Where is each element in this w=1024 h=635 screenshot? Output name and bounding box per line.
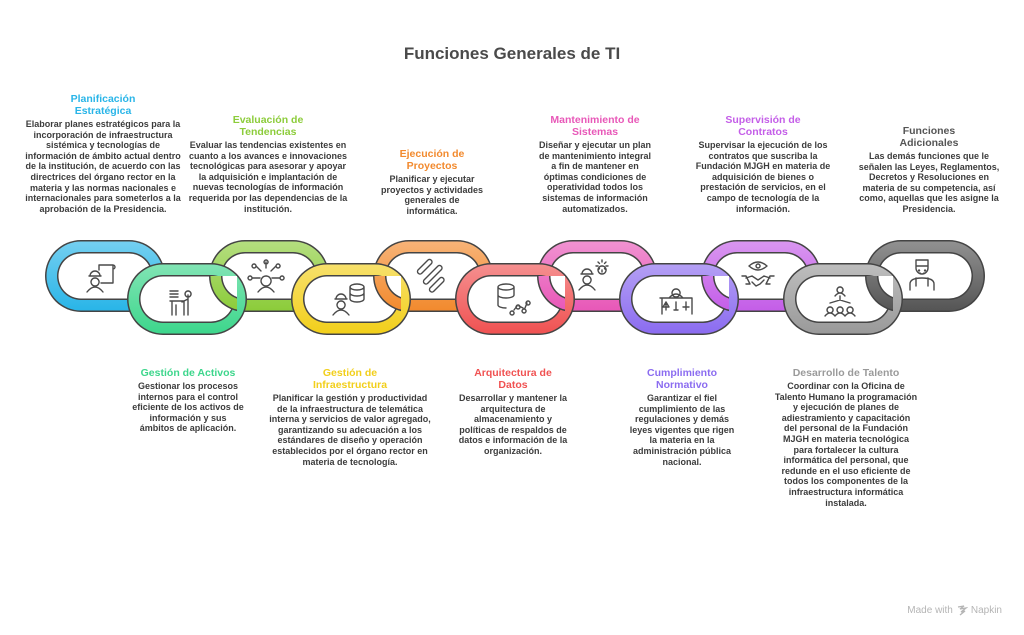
link-overlap	[865, 276, 893, 312]
item-planificacion: Planificación Estratégica Elaborar plane…	[22, 93, 184, 214]
project-bars-icon	[416, 258, 445, 293]
team-hierarchy-icon	[824, 286, 856, 317]
diagram-title: Funciones Generales de TI	[403, 44, 621, 63]
item-mantenimiento: Mantenimiento de Sistemas Diseñar y ejec…	[536, 114, 654, 214]
item-heading: Arquitectura de Datos	[474, 367, 552, 391]
link-hole	[878, 253, 972, 299]
item-heading: Ejecución de Proyectos	[399, 148, 465, 172]
item-heading: Funciones Adicionales	[899, 125, 959, 149]
link-overlap	[701, 276, 729, 312]
item-description: Desarrollar y mantener la arquitectura d…	[458, 393, 568, 456]
item-description: Coordinar con la Oficina de Talento Huma…	[774, 381, 918, 508]
link-hole	[58, 253, 152, 299]
item-ejecucion: Ejecución de Proyectos Planificar y ejec…	[378, 148, 486, 216]
link-hole	[550, 253, 644, 299]
engineer-gear-icon	[578, 259, 609, 291]
item-heading: Mantenimiento de Sistemas	[550, 114, 640, 138]
item-description: Diseñar y ejecutar un plan de mantenimie…	[538, 140, 652, 214]
item-evaluacion: Evaluación de Tendencias Evaluar las ten…	[186, 114, 350, 214]
link-hole	[714, 253, 808, 299]
engineer-blueprint-icon	[86, 264, 116, 293]
eye-handshake-icon	[741, 261, 775, 287]
item-desarrollo-talento: Desarrollo de Talento Coordinar con la O…	[774, 367, 918, 508]
item-description: Planificar y ejecutar proyectos y activi…	[380, 174, 484, 216]
link-hole	[632, 276, 726, 322]
link-hole	[386, 253, 480, 299]
link-hole	[468, 276, 562, 322]
item-heading: Planificación Estratégica	[70, 93, 136, 117]
item-heading: Gestión de Infraestructura	[312, 367, 388, 391]
item-description: Evaluar las tendencias existentes en cua…	[188, 140, 348, 214]
item-gestion-activos: Gestión de Activos Gestionar los proceso…	[132, 367, 244, 434]
item-description: Elaborar planes estratégicos para la inc…	[25, 119, 181, 214]
link-overlap	[373, 276, 401, 312]
item-description: Garantizar el fiel cumplimiento de las r…	[629, 393, 735, 467]
item-heading: Gestión de Activos	[140, 367, 236, 379]
link-hole	[222, 253, 316, 299]
item-funciones-adicionales: Funciones Adicionales Las demás funcione…	[858, 125, 1000, 215]
presenter-desk-icon	[169, 290, 192, 316]
engineer-database-icon	[332, 283, 365, 316]
link-hole	[796, 276, 890, 322]
napkin-logo-icon	[957, 605, 968, 616]
person-scales-icon	[659, 288, 693, 315]
link-overlap	[209, 276, 237, 312]
item-description: Las demás funciones que le señalen las L…	[858, 151, 1000, 214]
worker-icon	[909, 259, 935, 291]
item-heading: Desarrollo de Talento	[792, 367, 900, 379]
footer-brand: Napkin	[970, 604, 1002, 616]
item-supervision: Supervisión de Contratos Supervisar la e…	[690, 114, 836, 214]
item-heading: Evaluación de Tendencias	[232, 114, 304, 138]
item-description: Planificar la gestión y productividad de…	[269, 393, 431, 467]
link-overlap	[537, 276, 565, 312]
item-cumplimiento: Cumplimiento Normativo Garantizar el fie…	[626, 367, 738, 467]
link-hole	[304, 276, 398, 322]
item-description: Gestionar los procesos internos para el …	[132, 381, 244, 434]
database-network-icon	[497, 283, 531, 316]
footer-credit: Made with Napkin	[907, 604, 1002, 616]
chain-link	[455, 263, 575, 335]
footer-prefix: Made with	[907, 604, 953, 616]
item-heading: Supervisión de Contratos	[725, 114, 801, 138]
item-arquitectura: Arquitectura de Datos Desarrollar y mant…	[458, 367, 568, 457]
ideas-network-icon	[247, 259, 285, 293]
item-description: Supervisar la ejecución de los contratos…	[695, 140, 831, 214]
item-heading: Cumplimiento Normativo	[647, 367, 717, 391]
item-gestion-infraestructura: Gestión de Infraestructura Planificar la…	[268, 367, 432, 467]
